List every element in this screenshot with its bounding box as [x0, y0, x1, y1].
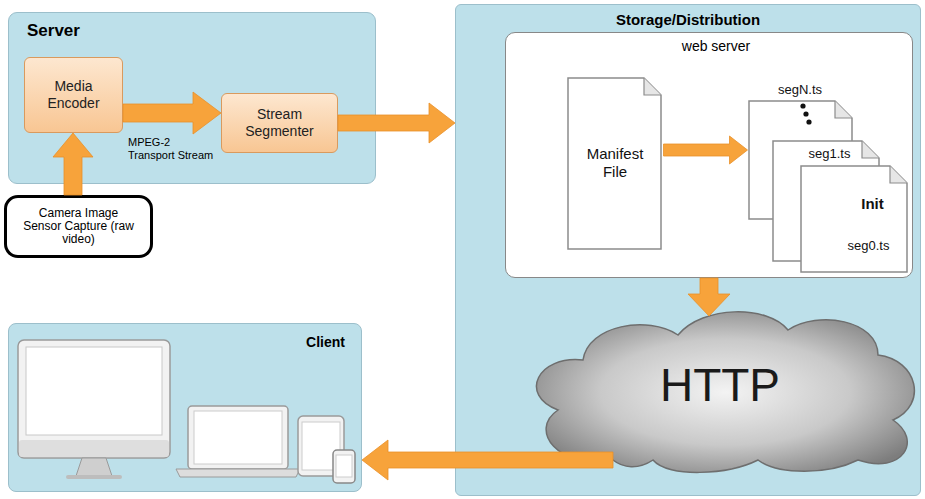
- desktop-monitor: [18, 340, 170, 479]
- flow-arrow: [688, 278, 730, 316]
- network-cloud: HTTP: [518, 300, 922, 470]
- flow-arrow: [664, 136, 748, 164]
- panel-title: Storage/Distribution: [456, 11, 920, 28]
- cloud-label: HTTP: [660, 358, 780, 412]
- flow-arrow: [338, 103, 455, 143]
- box-label: Stream Segmenter: [232, 106, 327, 140]
- document-label: Manifest File: [581, 145, 650, 181]
- file-name: Init: [838, 195, 908, 212]
- ellipsis-dots: [800, 103, 811, 124]
- flow-arrow: [362, 440, 613, 480]
- file-name: segN.ts: [778, 82, 822, 97]
- box-title: web server: [682, 38, 750, 54]
- edge-label: MPEG-2 Transport Stream: [128, 136, 218, 162]
- file-name: seg0.ts: [830, 238, 908, 253]
- box-label: Media Encoder: [33, 78, 114, 112]
- source-box: Camera Image Sensor Capture (raw video): [4, 195, 153, 258]
- laptop: [176, 406, 300, 477]
- panel-title: Server: [27, 21, 80, 41]
- segment-file: Init seg0.ts: [800, 165, 908, 273]
- process-box: Stream Segmenter: [221, 93, 338, 153]
- manifest-document: Manifest File: [567, 77, 664, 250]
- box-label: Camera Image Sensor Capture (raw video): [23, 207, 134, 246]
- process-box: Media Encoder: [24, 57, 123, 133]
- flow-arrow: [123, 92, 221, 134]
- panel-title: Client: [9, 334, 345, 350]
- file-name: seg1.ts: [809, 146, 851, 161]
- phone: [333, 450, 355, 483]
- storage-panel: Storage/Distribution web serverManifest F…: [455, 4, 921, 496]
- flow-arrow: [53, 133, 93, 195]
- doc-outline: [800, 165, 908, 273]
